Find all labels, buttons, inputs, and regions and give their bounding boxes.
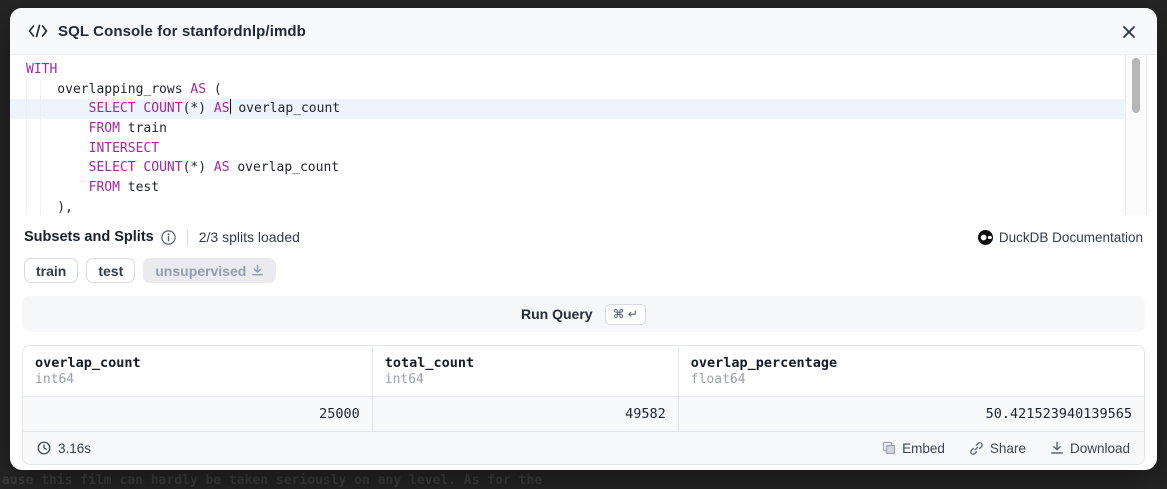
modal-header: SQL Console for stanfordnlp/imdb: [10, 8, 1157, 55]
download-button[interactable]: Download: [1050, 441, 1130, 456]
duration-value: 3.16s: [58, 440, 92, 456]
indent-guide: [26, 80, 27, 215]
share-label: Share: [989, 440, 1026, 456]
results-header-row: overlap_count int64 total_count int64 ov…: [23, 346, 1144, 396]
clock-icon: [37, 441, 51, 455]
split-pills: train test unsupervised: [22, 258, 1145, 283]
download-label: Download: [1069, 440, 1130, 456]
modal-title: SQL Console for stanfordnlp/imdb: [58, 22, 306, 40]
background-page-text: ause this film can hardly be taken serio…: [2, 473, 543, 488]
share-link-icon: [969, 441, 984, 456]
scrollbar-thumb[interactable]: [1132, 58, 1140, 113]
download-icon: [1050, 441, 1064, 455]
info-icon[interactable]: [161, 229, 176, 245]
column-type: float64: [690, 372, 746, 387]
doc-link-label: DuckDB Documentation: [998, 229, 1143, 245]
column-type: int64: [35, 372, 75, 387]
divider: [186, 228, 188, 246]
pill-label: train: [36, 262, 67, 279]
code-line: FROM train: [88, 121, 167, 137]
code-line: ),: [26, 199, 73, 215]
cell-overlap-percentage: 50.421523940139565: [985, 406, 1132, 422]
code-line: FROM test: [88, 180, 160, 196]
cell-overlap-count: 25000: [23, 397, 373, 431]
column-type: int64: [384, 372, 424, 387]
pill-label: unsupervised: [155, 262, 247, 279]
column-header: total_count int64: [373, 346, 679, 396]
results-table: overlap_count int64 total_count int64 ov…: [22, 345, 1145, 465]
duckdb-logo-icon: [977, 229, 993, 245]
embed-button[interactable]: Embed: [882, 441, 945, 456]
duckdb-documentation-link[interactable]: DuckDB Documentation: [977, 229, 1143, 245]
indent-guide: [40, 80, 41, 215]
embed-icon: [882, 441, 896, 455]
sql-code: WITH overlapping_rows AS ( SELECT COUNT(…: [10, 55, 1125, 215]
result-actions: Embed Share: [882, 441, 1130, 456]
keyboard-shortcut-badge: ⌘ ↵: [604, 303, 646, 325]
sql-editor[interactable]: WITH overlapping_rows AS ( SELECT COUNT(…: [10, 55, 1157, 215]
editor-scrollbar[interactable]: [1125, 55, 1147, 215]
pill-label: test: [98, 262, 124, 279]
splits-loaded-status: 2/3 splits loaded: [198, 229, 300, 245]
column-name: overlap_count: [35, 355, 141, 371]
column-name: total_count: [384, 355, 475, 371]
column-name: overlap_percentage: [690, 355, 838, 371]
close-button[interactable]: [1117, 20, 1141, 44]
results-data-row: 25000 49582 50.421523940139565: [23, 396, 1144, 431]
code-icon: [28, 23, 48, 39]
code-line: INTERSECT: [88, 140, 160, 156]
column-header: overlap_count int64: [23, 346, 373, 396]
code-line-active: SELECT COUNT(*) AS overlap_count: [10, 99, 1125, 120]
code-line: overlapping_rows AS (: [26, 81, 222, 97]
split-pill-unsupervised[interactable]: unsupervised: [143, 258, 277, 283]
splits-header-row: Subsets and Splits 2/3 splits loaded: [22, 225, 1145, 249]
download-icon: [251, 264, 264, 277]
text-cursor: [229, 99, 231, 115]
modal-body: Subsets and Splits 2/3 splits loaded: [10, 215, 1157, 465]
embed-label: Embed: [902, 440, 945, 456]
splits-title: Subsets and Splits: [24, 229, 154, 245]
sql-console-modal: SQL Console for stanfordnlp/imdb WITH ov…: [10, 8, 1157, 470]
run-query-button[interactable]: Run Query ⌘ ↵: [22, 296, 1145, 332]
split-pill-test[interactable]: test: [86, 258, 136, 283]
code-line: WITH: [26, 62, 58, 77]
code-line: SELECT COUNT(*) AS overlap_count: [88, 160, 340, 176]
cell-total-count: 49582: [373, 397, 679, 431]
split-pill-train[interactable]: train: [24, 258, 79, 283]
run-query-label: Run Query: [521, 306, 593, 322]
query-duration: 3.16s: [37, 441, 91, 456]
results-footer: 3.16s Embed: [23, 431, 1144, 464]
column-header: overlap_percentage float64: [679, 346, 1144, 396]
share-button[interactable]: Share: [969, 441, 1026, 456]
